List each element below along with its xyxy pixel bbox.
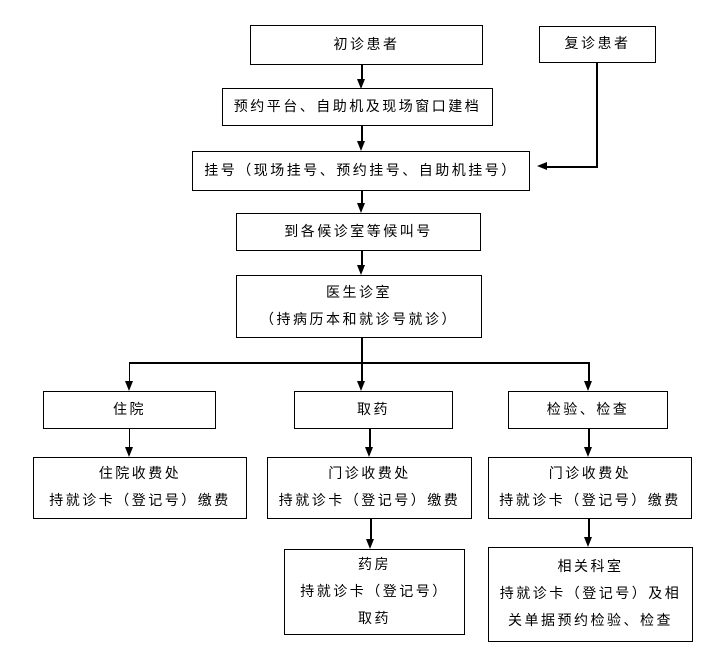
node-waiting-room: 到各候诊室等候叫号 — [236, 213, 481, 251]
arrow-down-icon — [357, 265, 366, 275]
node-label: 持就诊卡（登记号）及相 — [499, 587, 682, 602]
connector-line — [361, 65, 363, 79]
connector-line — [128, 362, 590, 364]
arrow-down-icon — [365, 447, 374, 457]
connector-line — [361, 363, 363, 381]
node-return-visit-patient: 复诊患者 — [539, 26, 656, 63]
connector-line — [588, 429, 590, 447]
node-hospitalization: 住院 — [43, 391, 216, 429]
node-pharmacy: 药房 持就诊卡（登记号） 取药 — [284, 549, 465, 635]
node-label: 预约平台、自助机及现场窗口建档 — [233, 99, 482, 115]
connector-line — [128, 362, 130, 381]
node-label: 取药 — [358, 611, 391, 627]
node-label: 检验、检查 — [546, 402, 630, 418]
node-label: 持就诊卡（登记号）缴费 — [499, 494, 681, 509]
node-label: 持就诊卡（登记号）缴费 — [278, 494, 461, 509]
node-label: 医生诊室 — [326, 285, 392, 301]
node-inpatient-fee-office: 住院收费处 持就诊卡（登记号）缴费 — [33, 457, 247, 519]
node-outpatient-fee-office-right: 门诊收费处 持就诊卡（登记号）缴费 — [488, 457, 692, 519]
connector-line — [370, 519, 372, 539]
node-label: 持就诊卡（登记号） — [300, 584, 449, 600]
connector-line — [588, 519, 590, 537]
arrow-down-icon — [124, 381, 133, 391]
arrow-down-icon — [584, 447, 593, 457]
node-label: 复诊患者 — [564, 37, 631, 52]
arrow-down-icon — [584, 381, 593, 391]
node-label: 药房 — [358, 557, 391, 573]
connector-line — [369, 429, 371, 447]
arrow-left-icon — [537, 162, 547, 171]
arrow-down-icon — [357, 141, 366, 151]
connector-line — [596, 63, 598, 167]
node-exam-check: 检验、检查 — [508, 391, 668, 429]
arrow-down-icon — [124, 447, 133, 457]
arrow-down-icon — [357, 79, 366, 89]
connector-line — [128, 429, 130, 447]
node-label: 到各候诊室等候叫号 — [284, 224, 433, 240]
connector-line — [361, 191, 363, 203]
connector-line — [547, 166, 598, 168]
arrow-down-icon — [357, 203, 366, 213]
node-outpatient-fee-office-mid: 门诊收费处 持就诊卡（登记号）缴费 — [267, 457, 472, 519]
node-label: 住院收费处 — [98, 467, 182, 482]
node-label: 住院 — [113, 402, 146, 418]
node-label: 关单据预约检验、检查 — [508, 614, 673, 629]
arrow-down-icon — [584, 537, 593, 547]
connector-line — [361, 126, 363, 141]
node-label: （持病历本和就诊号就诊） — [260, 312, 458, 328]
node-label: 取药 — [357, 402, 390, 418]
node-doctor-room: 医生诊室 （持病历本和就诊号就诊） — [236, 275, 482, 338]
node-registration-platform: 预约平台、自助机及现场窗口建档 — [222, 88, 493, 126]
node-label: 初诊患者 — [333, 37, 400, 53]
node-get-medicine: 取药 — [294, 391, 453, 429]
connector-line — [361, 338, 363, 363]
node-label: 相关科室 — [557, 560, 624, 575]
connector-line — [361, 251, 363, 265]
node-label: 门诊收费处 — [328, 467, 411, 482]
arrow-down-icon — [366, 539, 375, 549]
node-label: 持就诊卡（登记号）缴费 — [49, 494, 231, 509]
connector-line — [588, 362, 590, 381]
node-related-department: 相关科室 持就诊卡（登记号）及相 关单据预约检验、检查 — [488, 547, 693, 642]
arrow-down-icon — [357, 381, 366, 391]
node-label: 门诊收费处 — [548, 467, 632, 482]
node-label: 挂号（现场挂号、预约挂号、自助机挂号） — [204, 163, 518, 179]
node-first-visit-patient: 初诊患者 — [250, 25, 483, 65]
node-register: 挂号（现场挂号、预约挂号、自助机挂号） — [192, 151, 530, 191]
